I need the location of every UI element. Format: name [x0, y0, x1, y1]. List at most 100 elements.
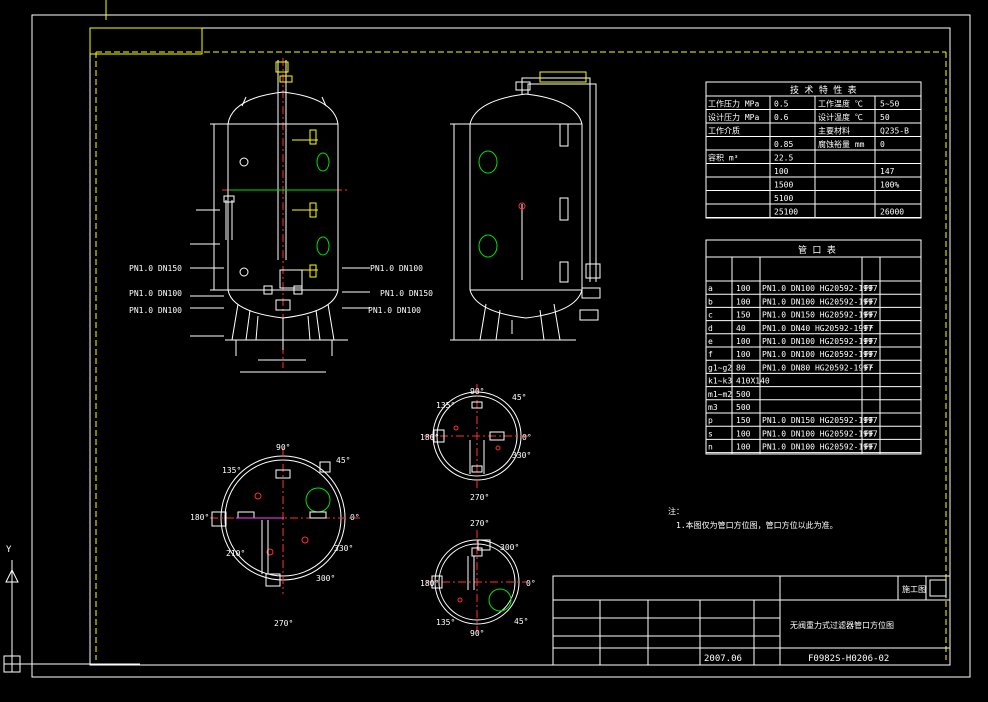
process-table-cell: 0 [880, 140, 885, 149]
process-table-cell: 1500 [774, 181, 793, 190]
process-table-cell: 设计压力 MPa [708, 112, 759, 122]
process-table-cell: 100% [880, 181, 899, 190]
nozzle-table-cell: 40 [736, 324, 746, 333]
nozzle-table-cell: k1~k3 [708, 377, 732, 386]
process-table-cell: 147 [880, 167, 895, 176]
drawing-date: 2007.06 [704, 654, 742, 664]
nozzle-table-cell: 100 [736, 297, 751, 306]
nozzle-table-cell: a [708, 284, 713, 293]
svg-text:300°: 300° [500, 543, 519, 552]
nozzle-table-cell: 80 [736, 363, 746, 372]
svg-text:90°: 90° [276, 443, 290, 452]
process-table-cell: 25100 [774, 208, 798, 217]
svg-text:180°: 180° [190, 513, 209, 522]
nozzle-table-cell: PN1.0 DN100 HG20592-1997 [762, 337, 878, 346]
nozzle-table-cell: FF [864, 429, 874, 438]
nozzle-table-cell: PN1.0 DN80 HG20592-1997 [762, 363, 873, 372]
nozzle-table-cell: PN1.0 DN100 HG20592-1997 [762, 297, 878, 306]
svg-text:45°: 45° [336, 456, 350, 465]
svg-text:270°: 270° [274, 619, 293, 628]
left-label-2: PN1.0 DN100 [129, 289, 182, 298]
side-elevation-view [450, 71, 601, 341]
process-table-cell: 设计温度 ℃ [818, 112, 863, 122]
svg-text:210°: 210° [226, 549, 245, 558]
svg-text:135°: 135° [436, 401, 455, 410]
process-table-cell: 26000 [880, 208, 904, 217]
svg-text:270°: 270° [470, 519, 489, 528]
process-table-cell: 100 [774, 167, 789, 176]
nozzle-table-cell: d [708, 324, 713, 333]
process-table-cell: 0.6 [774, 113, 789, 122]
svg-text:90°: 90° [470, 629, 484, 638]
process-table-cell: 工作压力 MPa [708, 99, 759, 109]
process-table-cell: 工作温度 ℃ [818, 99, 863, 109]
nozzle-table-cell: PN1.0 DN100 HG20592-1997 [762, 429, 878, 438]
nozzle-table-cell: FF [864, 324, 874, 333]
nozzle-table-cell: b [708, 297, 713, 306]
svg-text:0°: 0° [350, 513, 360, 522]
svg-text:330°: 330° [334, 544, 353, 553]
svg-text:90°: 90° [470, 387, 484, 396]
ucs-y-label: Y [6, 545, 12, 555]
svg-text:45°: 45° [514, 617, 528, 626]
nozzle-table-cell: 150 [736, 416, 751, 425]
svg-text:0°: 0° [526, 579, 536, 588]
right-label-2: PN1.0 DN150 [380, 289, 433, 298]
sheet-outer-border [31, 14, 971, 678]
angle-labels: 90° 45° 135° 180° 0° 210° 330° 300° 270°… [190, 387, 536, 638]
nozzle-table-cell: 100 [736, 443, 751, 452]
svg-text:180°: 180° [420, 433, 439, 442]
nozzle-table-cell: PN1.0 DN40 HG20592-1997 [762, 324, 873, 333]
ucs-icon: Y [3, 545, 140, 673]
nozzle-table-cell: PN1.0 DN100 HG20592-1997 [762, 284, 878, 293]
svg-text:135°: 135° [222, 466, 241, 475]
nozzle-table-cell: 100 [736, 429, 751, 438]
right-label-1: PN1.0 DN100 [370, 264, 423, 273]
nozzle-table-cell: m3 [708, 403, 718, 412]
process-table-cell: 50 [880, 113, 890, 122]
nozzle-table-cell: e [708, 337, 713, 346]
corner-code-box [89, 27, 203, 55]
nozzle-table-cell: 150 [736, 311, 751, 320]
nozzle-table-cell: 100 [736, 284, 751, 293]
plan-view-a [210, 448, 360, 594]
svg-text:135°: 135° [436, 618, 455, 627]
process-table-cell: 5~50 [880, 100, 899, 109]
process-table-cell: 0.5 [774, 100, 789, 109]
nozzle-table-cell: 410X140 [736, 377, 770, 386]
svg-text:180°: 180° [420, 579, 439, 588]
nozzle-table-cell: PN1.0 DN150 HG20592-1997 [762, 416, 878, 425]
nozzle-table-cell: FF [864, 443, 874, 452]
nozzle-table-cell: PN1.0 DN100 HG20592-1997 [762, 443, 878, 452]
notes-item-1: 1.本图仅为管口方位图，管口方位以此为准。 [676, 520, 838, 530]
left-label-1: PN1.0 DN150 [129, 264, 182, 273]
svg-text:330°: 330° [512, 451, 531, 460]
nozzle-table-cell: g1~g2 [708, 363, 732, 372]
svg-text:270°: 270° [470, 493, 489, 502]
nozzle-table-cell: PN1.0 DN100 HG20592-1997 [762, 350, 878, 359]
nozzle-table-cell: f [708, 350, 713, 359]
nozzle-table-cell: 100 [736, 337, 751, 346]
nozzle-table-cell: n [708, 443, 713, 452]
nozzle-table-cell: m1~m2 [708, 390, 732, 399]
nozzle-table-cell: FF [864, 363, 874, 372]
nozzle-table-cell: PN1.0 DN150 HG20592-1997 [762, 311, 878, 320]
drawing-name: 无阀重力式过滤器管口方位图 [790, 620, 894, 630]
nozzle-table-cell: p [708, 416, 713, 425]
svg-text:45°: 45° [512, 393, 526, 402]
front-elevation-view: PN1.0 DN150 PN1.0 DN100 PN1.0 DN100 PN1.… [129, 58, 433, 373]
process-table-cell: 腐蚀裕量 mm [818, 139, 865, 149]
nozzle-table-cell: FF [864, 416, 874, 425]
plan-view-b [424, 384, 530, 488]
notes-heading: 注： [668, 506, 684, 516]
nozzle-table-cell: c [708, 311, 713, 320]
nozzle-table-cell: FF [864, 350, 874, 359]
nozzle-table-cell: 100 [736, 350, 751, 359]
drawing-number: F0982S-H0206-02 [808, 654, 889, 664]
right-label-3: PN1.0 DN100 [368, 306, 421, 315]
process-table-cell: Q235-B [880, 127, 909, 136]
process-table-cell: 0.85 [774, 140, 793, 149]
nozzle-table-cell: FF [864, 284, 874, 293]
left-label-3: PN1.0 DN100 [129, 306, 182, 315]
